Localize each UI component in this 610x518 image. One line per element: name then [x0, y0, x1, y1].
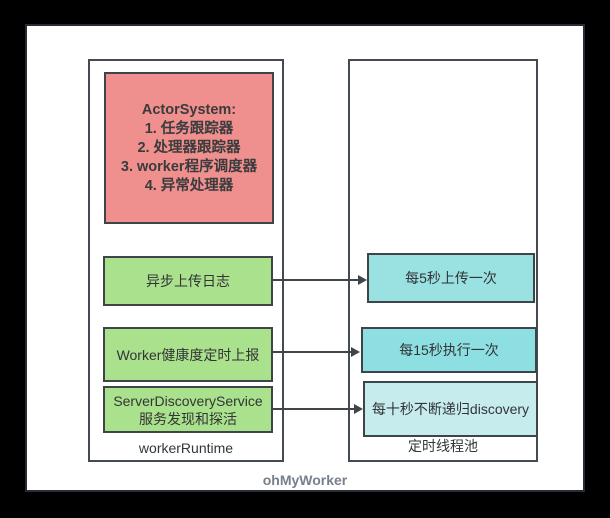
- actor-system-title: ActorSystem:: [141, 101, 237, 118]
- actor-system-item: 4. 异常处理器: [144, 177, 234, 194]
- task-box-label: 服务发现和探活: [139, 410, 237, 427]
- task-box-async-log-upload: 异步上传日志: [103, 256, 273, 306]
- actor-system-box: ActorSystem: 1. 任务跟踪器 2. 处理器跟踪器 3. worke…: [104, 72, 274, 224]
- timer-box-label: 每十秒不断递归discovery: [371, 401, 530, 417]
- task-box-server-discovery-service: ServerDiscoveryService 服务发现和探活: [103, 386, 273, 433]
- arrowhead-icon: [358, 275, 367, 285]
- timer-thread-pool-container: 每5秒上传一次 每15秒执行一次 每十秒不断递归discovery 定时线程池: [348, 59, 538, 462]
- arrow-health-report-to-15s-timer: [273, 347, 360, 357]
- timer-box-upload-every-5s: 每5秒上传一次: [367, 253, 535, 303]
- timer-box-recursive-discovery-every-10s: 每十秒不断递归discovery: [363, 381, 538, 437]
- task-box-label: Worker健康度定时上报: [116, 346, 260, 363]
- worker-runtime-container: ActorSystem: 1. 任务跟踪器 2. 处理器跟踪器 3. worke…: [88, 59, 284, 462]
- actor-system-item: 3. worker程序调度器: [120, 158, 258, 175]
- arrowhead-icon: [351, 347, 360, 357]
- diagram-canvas: ActorSystem: 1. 任务跟踪器 2. 处理器跟踪器 3. worke…: [25, 24, 585, 492]
- arrow-discovery-to-10s-timer: [273, 404, 363, 414]
- watermark-oh-my-worker: ohMyWorker: [262, 472, 348, 488]
- task-box-worker-health-report: Worker健康度定时上报: [103, 327, 273, 382]
- arrow-async-log-to-5s-timer: [273, 275, 367, 285]
- actor-system-item: 1. 任务跟踪器: [144, 120, 234, 137]
- timer-thread-pool-label: 定时线程池: [408, 438, 478, 454]
- timer-box-execute-every-15s: 每15秒执行一次: [361, 327, 537, 373]
- worker-runtime-label: workerRuntime: [138, 440, 234, 456]
- timer-box-label: 每5秒上传一次: [405, 270, 497, 286]
- actor-system-item: 2. 处理器跟踪器: [137, 139, 241, 156]
- task-box-label: 异步上传日志: [146, 273, 230, 289]
- arrowhead-icon: [354, 404, 363, 414]
- task-box-label: ServerDiscoveryService: [113, 392, 263, 409]
- timer-box-label: 每15秒执行一次: [399, 342, 499, 358]
